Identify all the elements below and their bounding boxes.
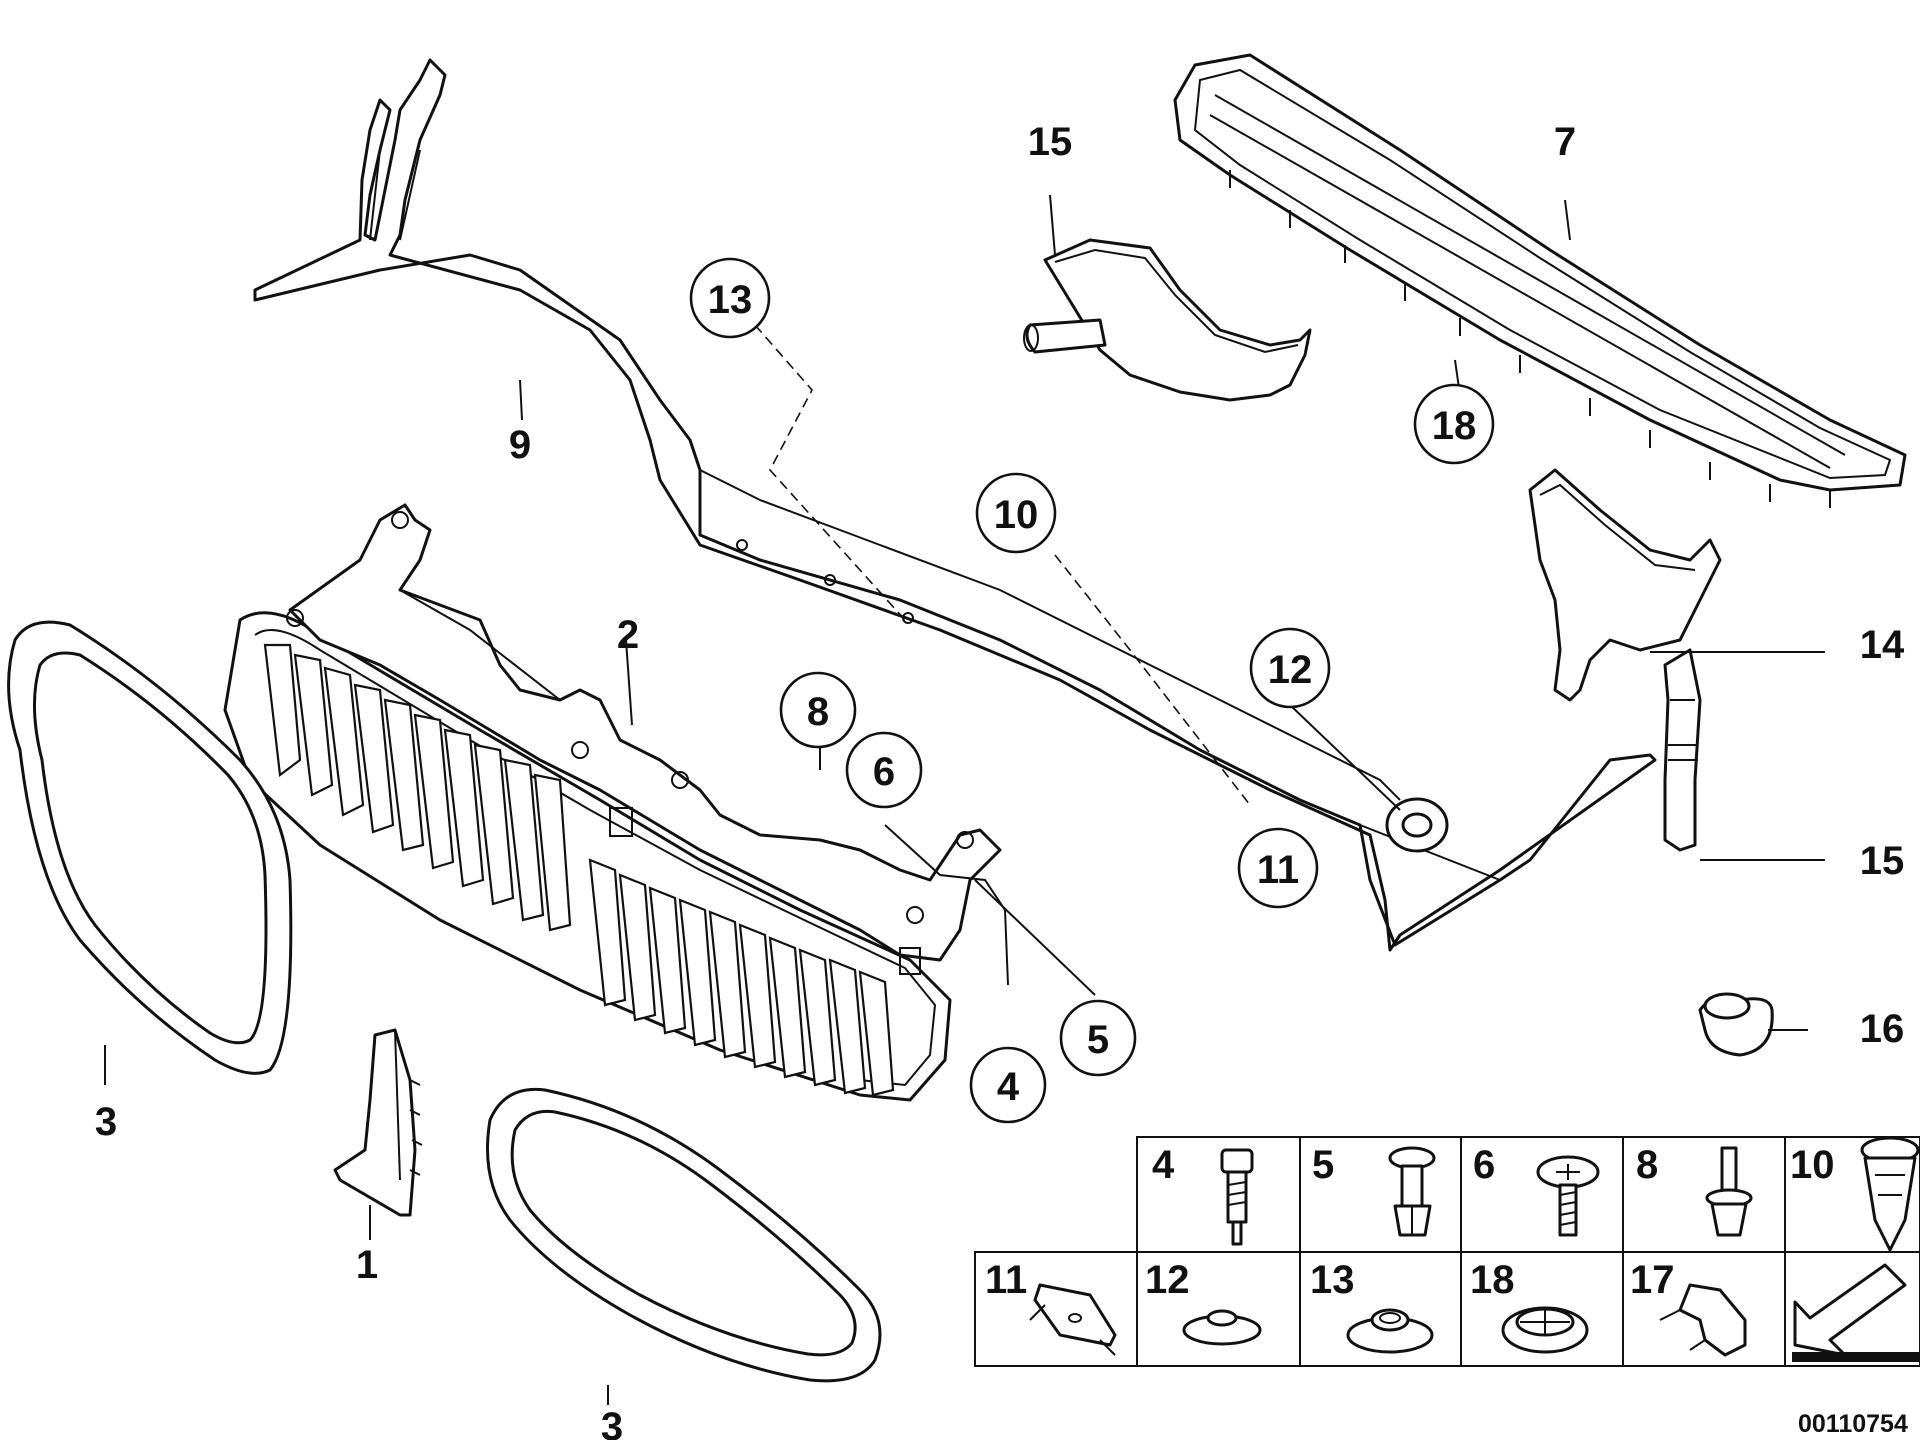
- svg-text:6: 6: [873, 750, 895, 794]
- callout-3-right: 3: [601, 1405, 623, 1440]
- svg-text:5: 5: [1087, 1018, 1109, 1062]
- svg-text:4: 4: [997, 1065, 1020, 1109]
- grille-frame-part-3-right: [486, 1087, 882, 1383]
- svg-text:11: 11: [1257, 848, 1299, 892]
- callout-4: 4: [969, 1046, 1047, 1124]
- callout-11: 11: [1237, 827, 1319, 909]
- callouts: 1 2 3 3 7 9 14 15 15 16 4 5 6 8 10: [95, 120, 1905, 1440]
- callout-14: 14: [1860, 623, 1905, 667]
- svg-text:12: 12: [1145, 1258, 1190, 1302]
- svg-text:11: 11: [985, 1258, 1027, 1302]
- push-rivet-icon-5: [1388, 1146, 1436, 1237]
- callout-1: 1: [356, 1243, 378, 1287]
- svg-text:4: 4: [1152, 1143, 1175, 1187]
- clip-icon-10: [1860, 1136, 1920, 1252]
- svg-text:8: 8: [1636, 1143, 1658, 1187]
- trim-grille-part-7: [1173, 53, 1907, 508]
- screw-icon-6: [1536, 1155, 1600, 1237]
- callout-9: 9: [509, 423, 531, 467]
- grille-frame-part-3-left: [7, 620, 293, 1075]
- air-duct-part-15-top: [1023, 238, 1312, 402]
- svg-text:10: 10: [994, 493, 1039, 537]
- callout-13: 13: [689, 257, 771, 339]
- svg-text:13: 13: [1310, 1258, 1355, 1302]
- callout-3-left: 3: [95, 1100, 117, 1144]
- leader-lines: [104, 194, 1825, 1405]
- svg-text:17: 17: [1630, 1258, 1675, 1302]
- hardware-table: 4 5 6 8 10 11 12 13 18 17: [974, 1136, 1920, 1367]
- callout-18: 18: [1413, 383, 1495, 465]
- direction-arrow-icon: [1792, 1263, 1920, 1362]
- callout-15-right: 15: [1860, 839, 1905, 883]
- callout-16: 16: [1860, 1007, 1905, 1051]
- svg-text:6: 6: [1473, 1143, 1495, 1187]
- diagram-reference-number: 00110754: [1798, 1410, 1908, 1438]
- center-trim-part-1: [333, 1028, 423, 1217]
- svg-text:18: 18: [1432, 404, 1477, 448]
- callout-10: 10: [975, 472, 1057, 554]
- grommet-icon-13: [1346, 1308, 1434, 1354]
- kidney-grille-part-2: [223, 503, 1002, 1102]
- spring-clip-icon-11: [1029, 1283, 1117, 1356]
- elbow-part-16: [1698, 992, 1774, 1057]
- svg-text:5: 5: [1312, 1143, 1334, 1187]
- callout-2: 2: [617, 613, 639, 657]
- grommet-icon-12: [1182, 1309, 1262, 1346]
- dashed-leaders: [754, 324, 1251, 806]
- bolt-icon-4: [1220, 1148, 1254, 1246]
- callout-15-top: 15: [1028, 120, 1073, 164]
- svg-text:18: 18: [1470, 1258, 1515, 1302]
- callout-7: 7: [1554, 120, 1576, 164]
- svg-text:12: 12: [1268, 648, 1313, 692]
- callout-12: 12: [1249, 627, 1331, 709]
- hardware-cell-12: [1136, 1251, 1301, 1367]
- grille-slats-right: [588, 858, 895, 1097]
- grille-slats-left: [263, 643, 572, 932]
- hose-part-15: [1663, 648, 1702, 852]
- svg-text:8: 8: [807, 690, 829, 734]
- air-duct-part-14: [1528, 468, 1722, 702]
- callout-8: 8: [779, 671, 857, 749]
- callout-6: 6: [845, 731, 923, 809]
- svg-text:10: 10: [1790, 1143, 1835, 1187]
- hose-clamp-icon-17: [1659, 1283, 1747, 1357]
- rivet-icon-8: [1705, 1146, 1753, 1237]
- cap-icon-18: [1501, 1306, 1589, 1354]
- svg-text:13: 13: [708, 278, 753, 322]
- callout-5: 5: [1059, 999, 1137, 1077]
